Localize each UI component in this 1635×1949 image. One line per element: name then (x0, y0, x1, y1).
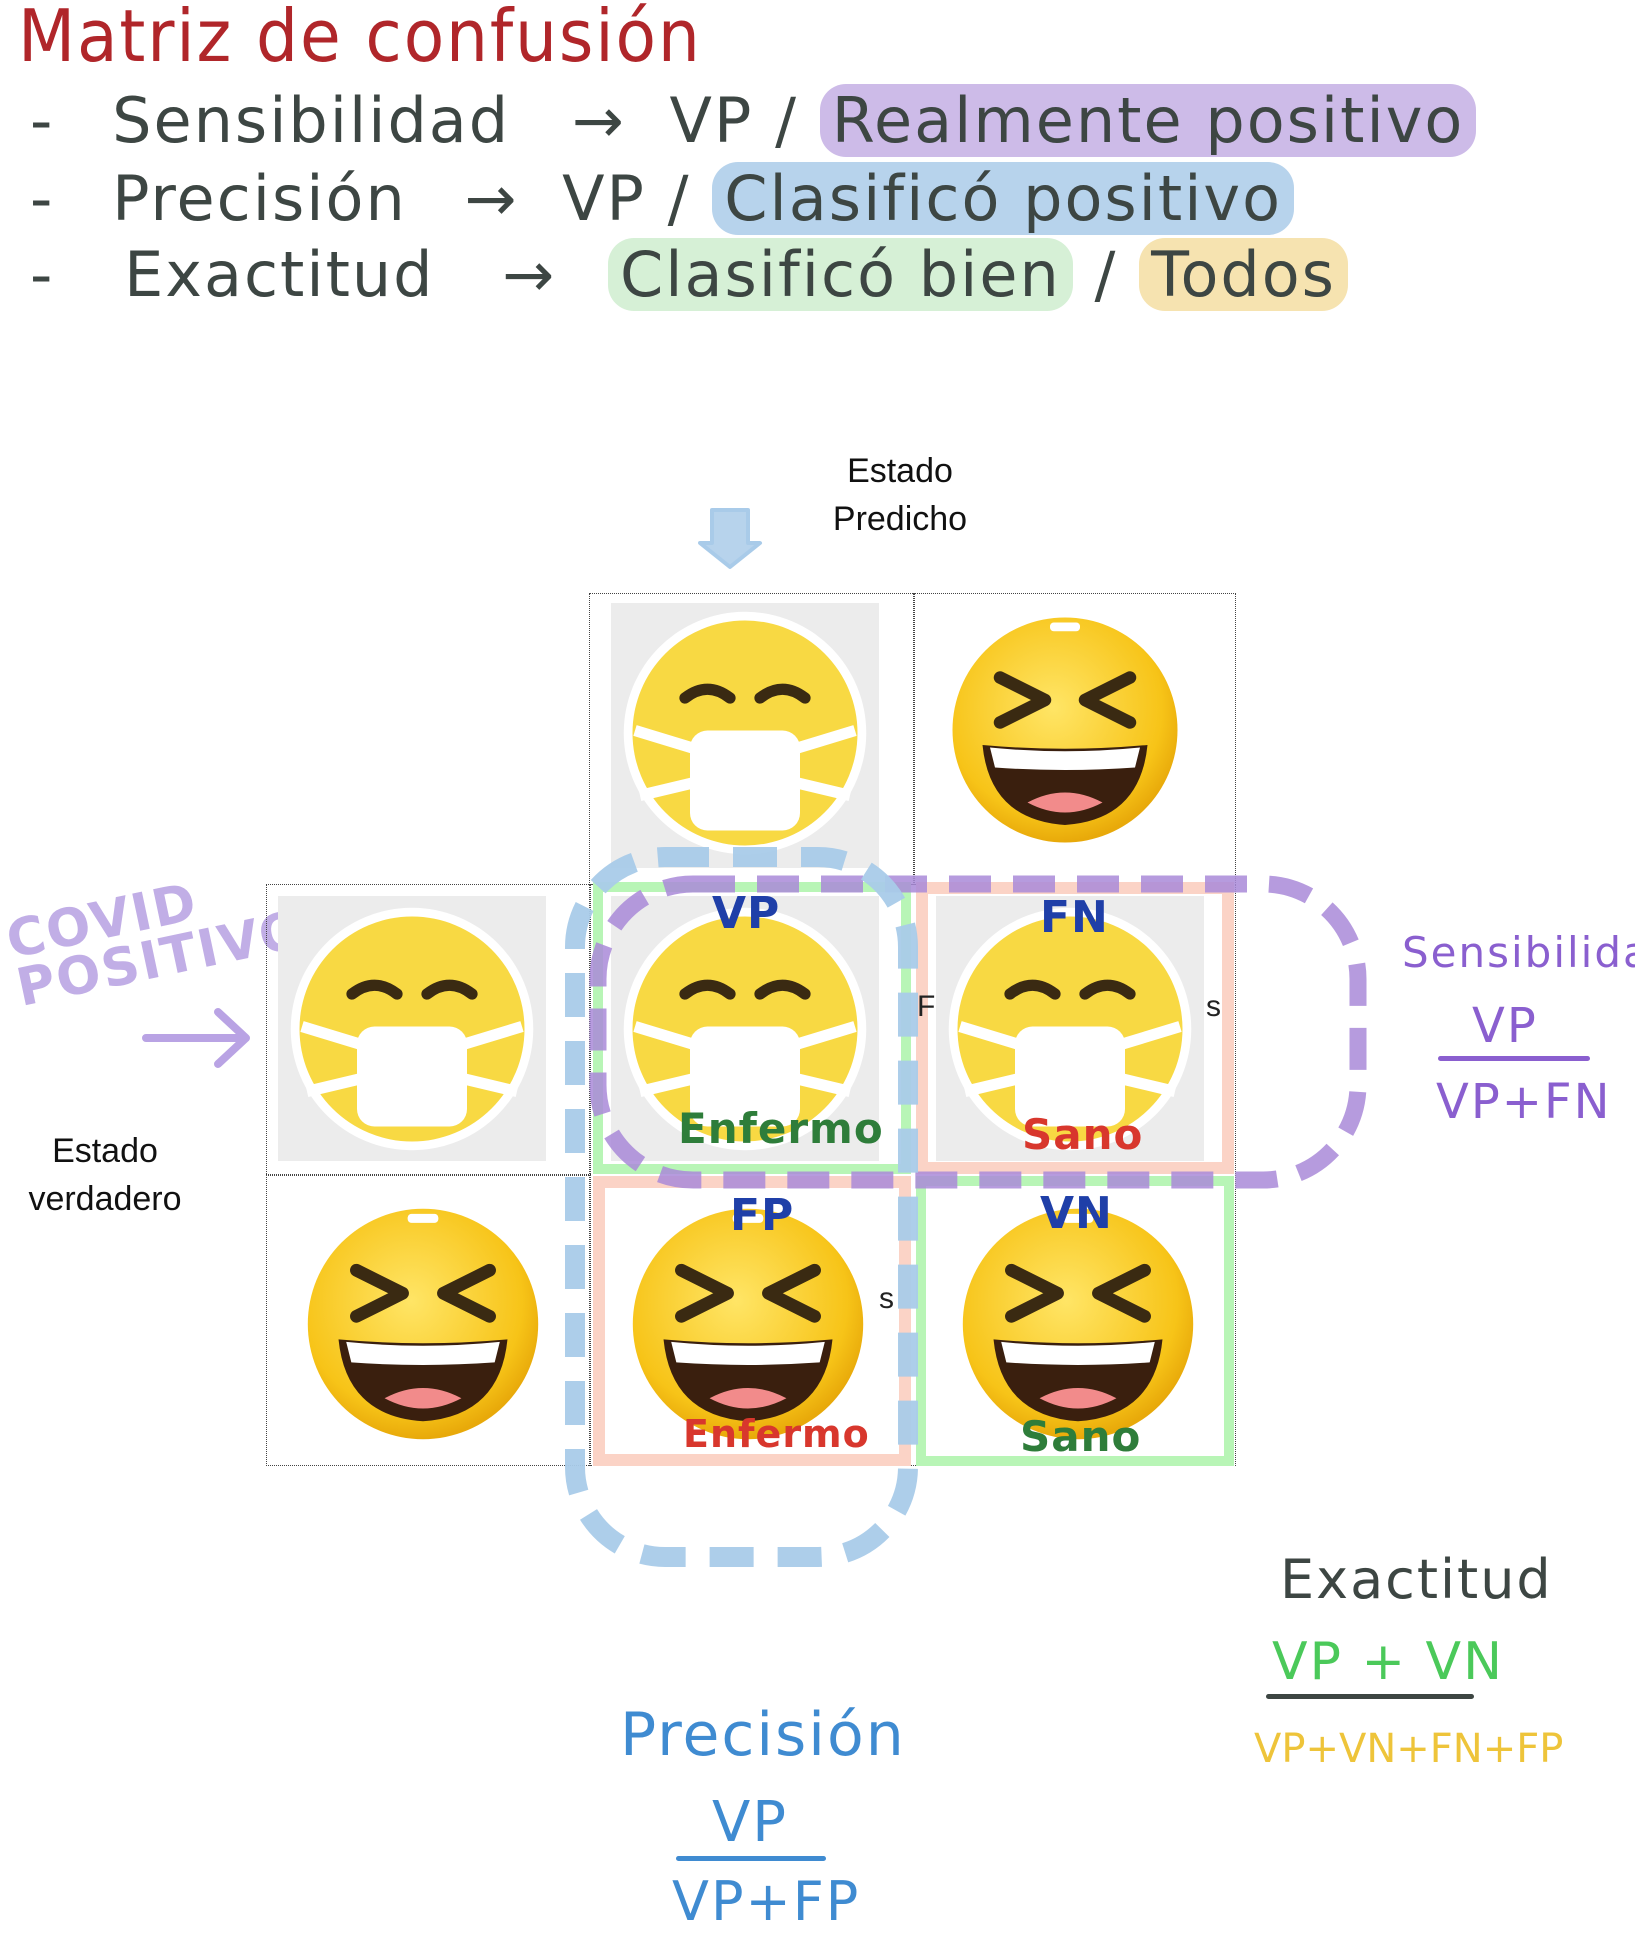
partial-text-f: F (917, 990, 936, 1023)
dash: - (30, 84, 55, 157)
exactitud-formula-name: Exactitud (1280, 1548, 1553, 1611)
fp-state: Enfermo (683, 1412, 870, 1456)
term: Precisión (112, 162, 407, 235)
arrow-icon: → (464, 162, 519, 235)
slash: / (1094, 238, 1118, 311)
right-arrow-icon (142, 1008, 250, 1068)
precision-numerator: VP (712, 1790, 789, 1855)
arrow-icon: → (502, 238, 557, 311)
denominator: Clasificó positivo (712, 162, 1295, 235)
exactitud-denominator: VP+VN+FN+FP (1254, 1726, 1564, 1772)
denominator: Realmente positivo (819, 84, 1477, 157)
exactitud-numerator: VP + VN (1272, 1632, 1505, 1692)
precision-formula-name: Precisión (620, 1700, 906, 1770)
true-axis-label: Estado verdadero (28, 1132, 182, 1218)
row-header-sano (266, 1174, 591, 1466)
dash: - (30, 162, 55, 235)
down-arrow-icon (698, 508, 762, 569)
numerator: Clasificó bien (607, 238, 1073, 311)
term: Exactitud (124, 238, 435, 311)
numerator: VP (669, 84, 754, 157)
sensibilidad-denominator: VP+FN (1436, 1074, 1612, 1130)
definition-sensibilidad: - Sensibilidad → VP / Realmente positivo (30, 84, 1477, 157)
partial-text-s: s (1206, 990, 1221, 1023)
denominator: Todos (1139, 238, 1348, 311)
sensibilidad-numerator: VP (1472, 998, 1538, 1054)
vn-state: Sano (1020, 1412, 1142, 1461)
fn-tag: FN (1040, 892, 1109, 943)
precision-fraction-line (676, 1856, 826, 1861)
definition-exactitud: - Exactitud → Clasificó bien / Todos (30, 238, 1348, 311)
slash: / (775, 84, 798, 157)
vp-state: Enfermo (678, 1104, 884, 1153)
fn-state: Sano (1022, 1110, 1144, 1159)
precision-highlight (565, 847, 918, 1567)
sensibilidad-formula-name: Sensibilidad (1402, 928, 1635, 977)
slash: / (667, 162, 691, 235)
partial-text-s: s (879, 1282, 894, 1315)
sensibilidad-fraction-line (1438, 1056, 1590, 1061)
exactitud-fraction-line (1266, 1694, 1474, 1699)
sensibilidad-highlight (589, 875, 1367, 1189)
term: Sensibilidad (112, 84, 511, 157)
vn-tag: VN (1040, 1188, 1113, 1239)
fp-tag: FP (730, 1190, 795, 1241)
precision-denominator: VP+FP (672, 1870, 861, 1933)
definition-precision: - Precisión → VP / Clasificó positivo (30, 162, 1295, 235)
dash: - (30, 238, 55, 311)
page-title: Matriz de confusión (18, 0, 702, 78)
predicted-axis-label: Estado Predicho (832, 452, 968, 538)
vp-tag: VP (712, 888, 781, 939)
numerator: VP (562, 162, 646, 235)
arrow-icon: → (571, 84, 626, 157)
